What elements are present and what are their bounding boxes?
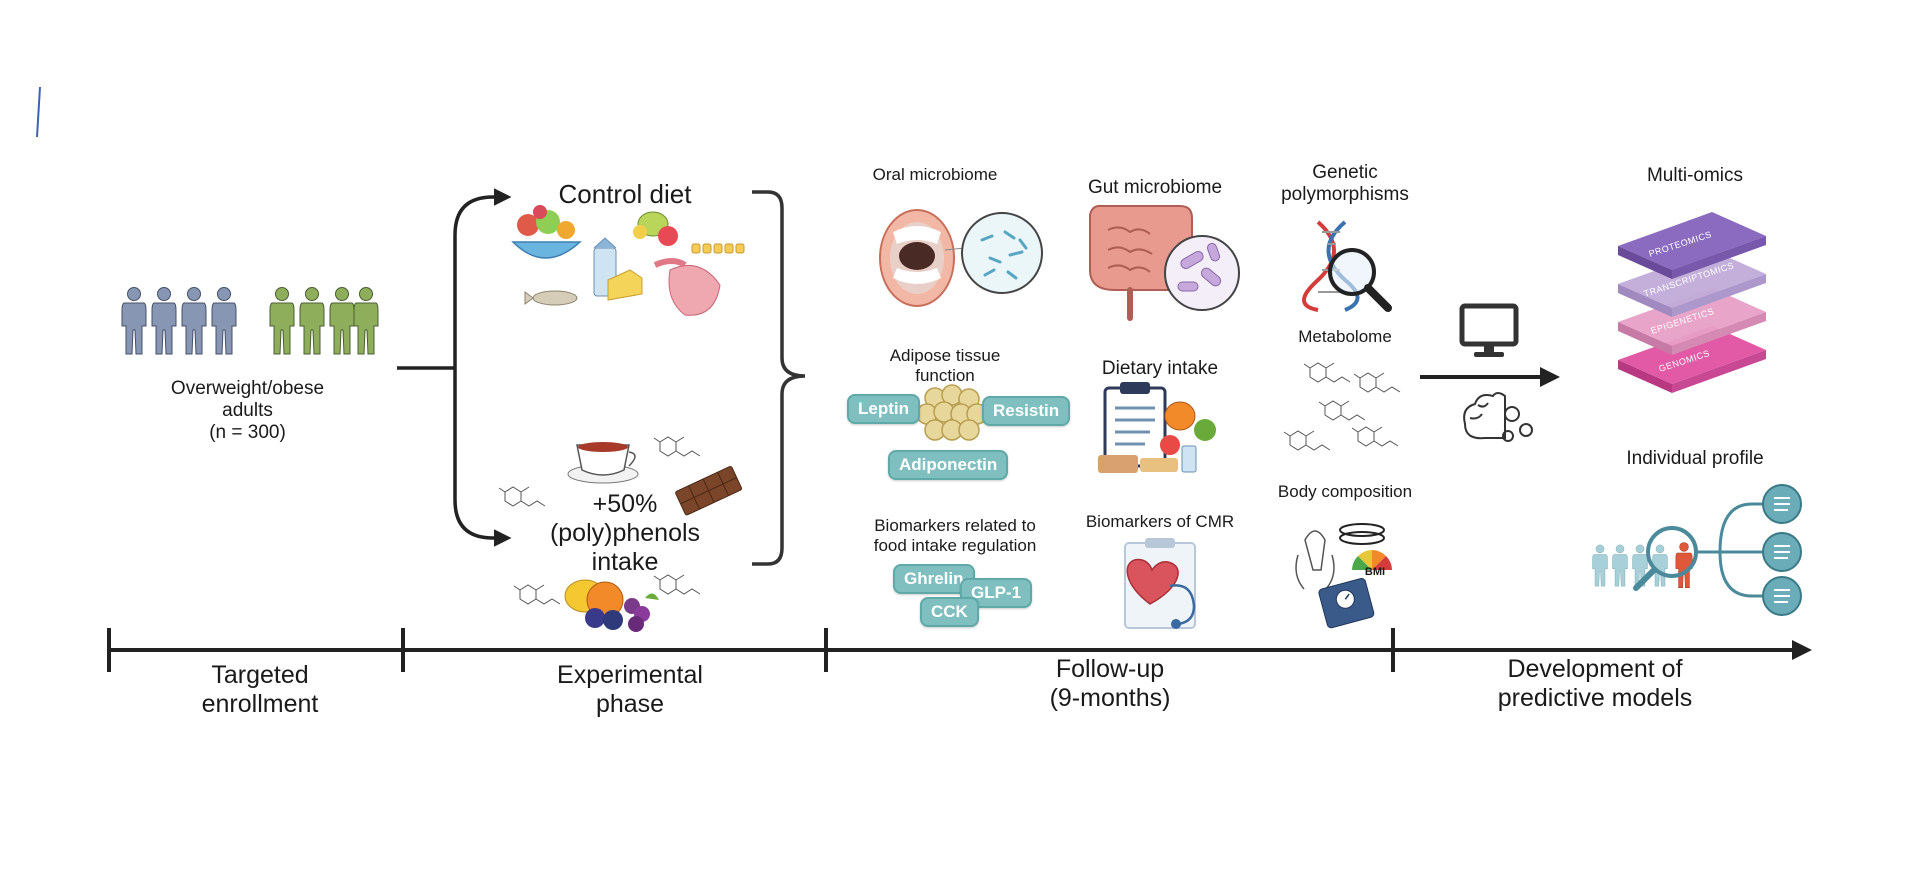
phase-experimental: Experimental phase [557,661,703,718]
heart-clipboard-icon [1124,538,1196,629]
arms-brace [752,190,806,566]
gut-bacteria-magnifier-icon [1164,235,1240,311]
polyphenol-arm-label: +50% (poly)phenols intake [549,490,701,576]
control-diet-label: Control diet [558,179,692,209]
adipose-tissue-label: Adipose tissue function [889,346,1001,385]
dietary-intake-label: Dietary intake [1101,358,1219,379]
ghrelin-pill: Ghrelin [893,564,975,594]
individual-profile-label: Individual profile [1626,448,1764,469]
phase-targeted-enrollment: Targeted enrollment [201,661,319,718]
body-composition-label: Body composition [1277,482,1413,501]
resistin-pill: Resistin [982,396,1071,426]
oral-microbiome-label: Oral microbiome [872,165,998,184]
food-intake-biomarkers-label: Biomarkers related to food intake regula… [873,516,1037,555]
leptin-pill: Leptin [847,394,920,424]
genetic-polymorphisms-label: Genetic polymorphisms [1281,162,1409,205]
participants-label: Overweight/obese adults (n = 300) [170,378,325,443]
timeline-axis [107,628,1812,672]
phase-follow-up: Follow-up (9-months) [1049,655,1171,712]
metabolome-molecules-icon [1283,362,1401,451]
cmr-biomarkers-label: Biomarkers of CMR [1085,512,1235,531]
dna-magnifier-icon [1302,220,1392,312]
dietary-record-icon [1098,382,1216,473]
cck-pill: CCK [920,597,979,627]
computer-monitor-icon [1459,303,1519,357]
oral-bacteria-magnifier-icon [944,212,1043,294]
ai-brain-gears-icon [1463,392,1533,442]
gut-microbiome-label: Gut microbiome [1087,177,1223,198]
bmi-label: BMI [1364,566,1386,578]
omics-layers-icon: GENOMICS EPIGENETICS TRANSCRIPTOMICS PRO… [1618,212,1766,393]
adiponectin-pill: Adiponectin [888,450,1009,480]
mouth-icon [879,209,955,307]
control-diet-foods-icon [511,205,745,316]
metabolome-label: Metabolome [1298,327,1392,346]
polyphenol-foods-icon [564,442,743,632]
stray-mark [36,86,41,138]
obese-people-icon [269,287,379,355]
adipocytes-icon [916,384,988,441]
overweight-people-icon [121,287,237,355]
phase-predictive-models: Development of predictive models [1497,655,1693,712]
randomization-branch [397,188,512,547]
body-composition-icon [1295,523,1392,629]
multiomics-label: Multi-omics [1646,165,1744,186]
individual-profile-icon [1592,484,1802,616]
